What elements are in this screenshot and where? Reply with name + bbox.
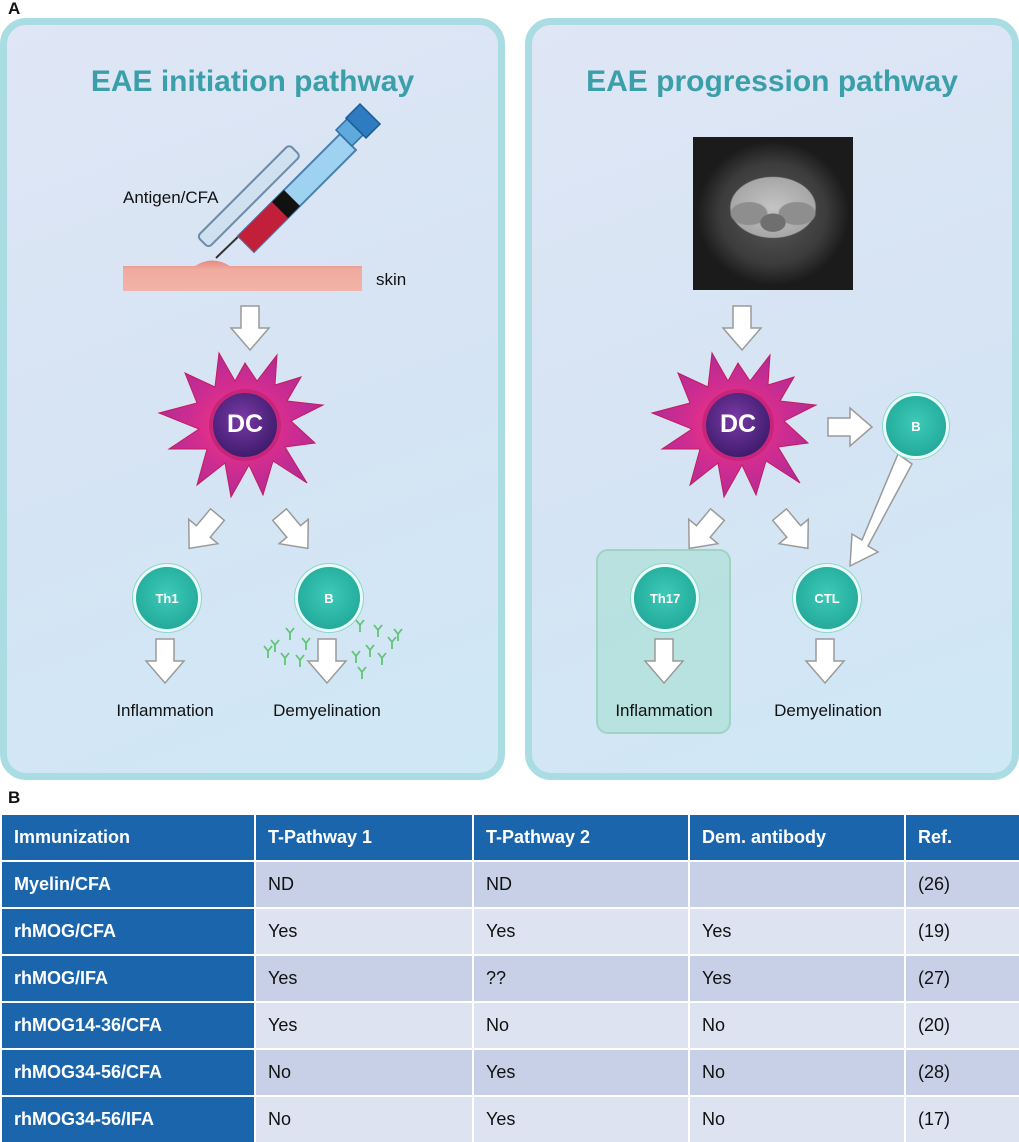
- table-cell: No: [688, 1095, 906, 1142]
- table-cell: (28): [904, 1048, 1019, 1097]
- b-cell-left: B: [298, 567, 360, 629]
- demyelination-label-left: Demyelination: [273, 701, 381, 720]
- table-cell: Yes: [472, 1048, 690, 1097]
- table-row: Myelin/CFA ND ND (26): [0, 860, 1019, 909]
- table-row: rhMOG34-56/IFA No Yes No (17): [0, 1095, 1019, 1142]
- skin-layer: [123, 260, 362, 291]
- dc-label-right: DC: [719, 410, 757, 438]
- table-cell: [688, 860, 906, 909]
- arrow-dc-to-ctl: [764, 501, 824, 562]
- skin-label: skin: [376, 270, 407, 289]
- b-label-left: B: [324, 590, 334, 606]
- table-cell: (20): [904, 1001, 1019, 1050]
- dc-label-left: DC: [226, 410, 264, 438]
- th1-label: Th1: [155, 590, 179, 606]
- b-cell-right: B: [886, 396, 946, 456]
- table-header-row: Immunization T-Pathway 1 T-Pathway 2 Dem…: [0, 813, 1019, 862]
- table-cell: (17): [904, 1095, 1019, 1142]
- table-cell: ??: [472, 954, 690, 1003]
- table-cell: Yes: [688, 954, 906, 1003]
- table-row: rhMOG/IFA Yes ?? Yes (27): [0, 954, 1019, 1003]
- arrow-b-to-ctl: [849, 452, 913, 568]
- panel-a-letter: A: [8, 0, 21, 18]
- table-cell: No: [254, 1048, 474, 1097]
- table-cell: No: [688, 1048, 906, 1097]
- table-cell: ND: [254, 860, 474, 909]
- table-cell: (19): [904, 907, 1019, 956]
- table-cell: rhMOG14-36/CFA: [0, 1001, 256, 1050]
- table-cell: rhMOG/IFA: [0, 954, 256, 1003]
- syringe-icon-body: [215, 102, 382, 259]
- table-row: rhMOG/CFA Yes Yes Yes (19): [0, 907, 1019, 956]
- table-cell: Myelin/CFA: [0, 860, 256, 909]
- table-cell: Yes: [254, 907, 474, 956]
- arrow-to-dc-right: [722, 305, 762, 351]
- arrow-dc-to-b-right: [827, 407, 873, 447]
- th1-cell: Th1: [136, 567, 198, 629]
- arrow-th1-to-inflammation: [145, 638, 185, 684]
- ctl-label: CTL: [814, 590, 840, 606]
- table-cell: No: [254, 1095, 474, 1142]
- arrow-dc-to-th1: [173, 501, 233, 562]
- table-cell: No: [688, 1001, 906, 1050]
- demyelination-label-right: Demyelination: [774, 701, 882, 720]
- table-cell: rhMOG/CFA: [0, 907, 256, 956]
- table-cell: Yes: [472, 1095, 690, 1142]
- table-cell: No: [472, 1001, 690, 1050]
- arrow-th17-to-inflammation: [644, 638, 684, 684]
- table-cell: Yes: [472, 907, 690, 956]
- header-immunization: Immunization: [0, 813, 256, 862]
- arrow-dc-to-b-left: [264, 501, 324, 562]
- syringe-icon: [197, 145, 300, 248]
- header-t-pathway-2: T-Pathway 2: [472, 813, 690, 862]
- arrow-to-dc-left: [230, 305, 270, 351]
- pathway-graphics: [123, 102, 913, 684]
- table-cell: Yes: [688, 907, 906, 956]
- header-t-pathway-1: T-Pathway 1: [254, 813, 474, 862]
- table-cell: rhMOG34-56/IFA: [0, 1095, 256, 1142]
- inflammation-label-right: Inflammation: [615, 701, 713, 720]
- table-cell: rhMOG34-56/CFA: [0, 1048, 256, 1097]
- arrow-dc-to-th17: [673, 501, 733, 562]
- table-cell: (26): [904, 860, 1019, 909]
- arrow-ctl-to-demyelination: [805, 638, 845, 684]
- table-row: rhMOG34-56/CFA No Yes No (28): [0, 1048, 1019, 1097]
- table-cell: (27): [904, 954, 1019, 1003]
- header-ref: Ref.: [904, 813, 1019, 862]
- th17-cell: Th17: [634, 567, 696, 629]
- inflammation-label-left: Inflammation: [116, 701, 214, 720]
- table-cell: ND: [472, 860, 690, 909]
- table-cell: Yes: [254, 954, 474, 1003]
- initiation-pathway-title: EAE initiation pathway: [90, 65, 415, 98]
- th17-label: Th17: [649, 590, 681, 606]
- table-row: rhMOG14-36/CFA Yes No No (20): [0, 1001, 1019, 1050]
- progression-pathway-title: EAE progression pathway: [586, 65, 958, 98]
- arrow-b-to-demyelination: [307, 638, 347, 684]
- ctl-cell: CTL: [796, 567, 858, 629]
- antigen-cfa-label: Antigen/CFA: [123, 188, 219, 207]
- panel-b-letter: B: [8, 788, 21, 807]
- brain-mri-image: [693, 137, 853, 290]
- immunization-table: Immunization T-Pathway 1 T-Pathway 2 Dem…: [0, 813, 1019, 1142]
- b-label-right: B: [911, 418, 921, 434]
- header-dem-antibody: Dem. antibody: [688, 813, 906, 862]
- table-cell: Yes: [254, 1001, 474, 1050]
